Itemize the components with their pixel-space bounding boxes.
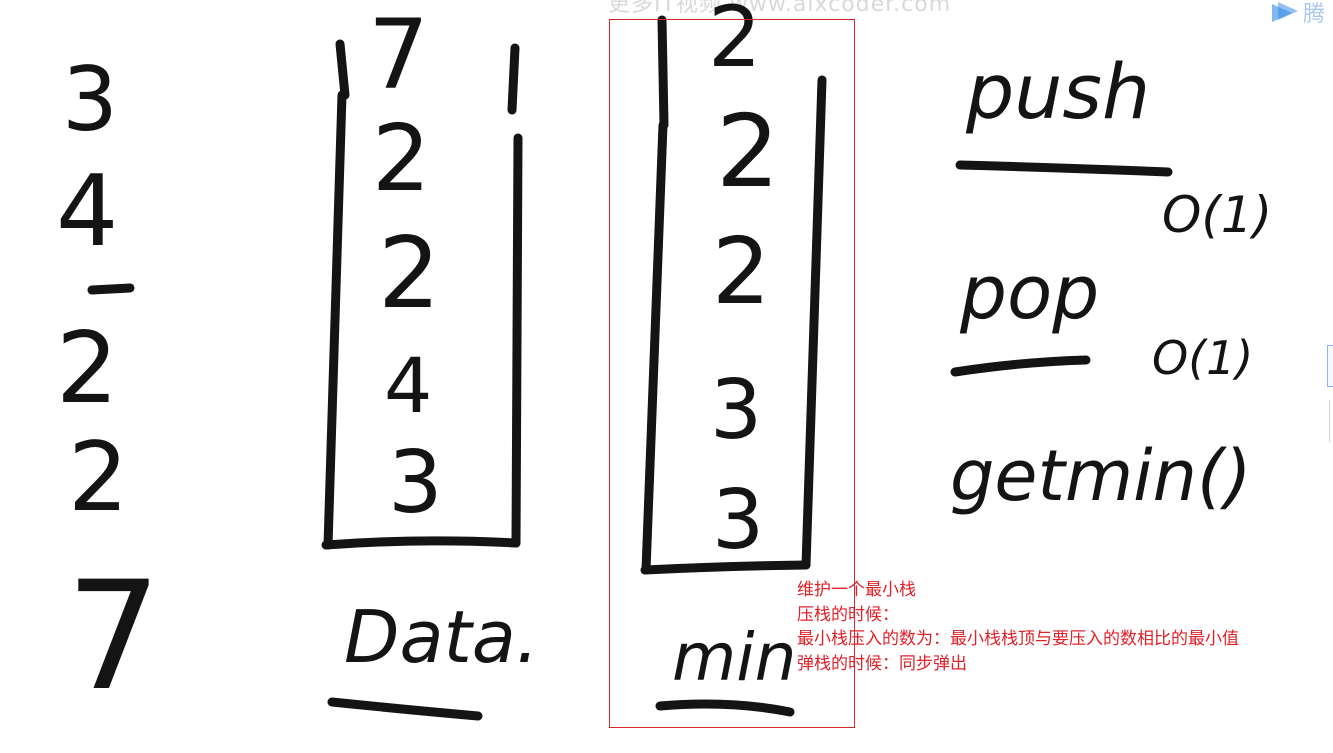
annotation-line: 弹栈的时候：同步弹出 [797,653,967,674]
data-stack: 7 2 2 4 3 Data. [321,0,539,721]
data-stack-item: 3 [388,433,443,533]
side-panel-handle[interactable] [1327,345,1333,387]
min-stack-right-wall [801,75,827,570]
logo-text: 腾 [1303,2,1326,27]
data-stack-right-wall [507,43,523,548]
operation-name: pop [959,250,1099,336]
video-player-logo-icon [1272,2,1298,22]
min-stack: 2 2 2 3 3 min [640,0,827,717]
input-item: 3 [62,48,118,151]
annotation-line: 维护一个最小栈 [797,580,916,600]
annotation-line: 最小栈压入的数为：最小栈栈顶与要压入的数相比的最小值 [797,629,1239,649]
min-stack-item: 2 [716,93,780,210]
data-stack-item: 7 [368,0,429,111]
input-item: 2 [56,312,118,426]
data-stack-left-wall [323,39,350,550]
min-stack-highlight-box [609,19,855,728]
min-stack-item: 2 [708,0,761,86]
data-stack-item: 2 [378,217,440,331]
operation-name: push [965,47,1150,136]
input-item: 7 [66,550,161,724]
input-item: 4 [56,155,118,269]
annotation-line: 压栈的时候： [797,604,899,625]
data-stack-label-underline [327,697,483,721]
operation-underline [950,355,1091,377]
operation-name: getmin() [950,435,1252,517]
side-panel-edge [1329,400,1333,442]
data-stack-label: Data. [344,595,539,679]
underline-mark [87,283,135,295]
input-item: 2 [68,423,128,533]
operation-complexity: O(1) [1162,186,1272,244]
min-stack-item: 3 [712,473,764,568]
data-stack-item: 4 [384,341,432,430]
min-stack-left-wall [641,15,669,575]
min-stack-label-underline [655,699,795,717]
operation-underline [955,160,1173,177]
min-stack-bottom [640,560,811,575]
operations-panel: push O(1) pop O(1) getmin() [950,47,1272,517]
data-stack-item: 2 [372,105,431,212]
min-stack-item: 2 [712,218,771,325]
data-stack-bottom [321,536,521,550]
min-stack-label: min [672,619,796,696]
annotation-text-block: 维护一个最小栈 压栈的时候： 最小栈压入的数为：最小栈栈顶与要压入的数相比的最小… [797,578,1239,676]
operation-complexity: O(1) [1152,331,1253,385]
min-stack-item: 3 [710,363,762,458]
input-sequence: 3 4 2 2 7 [56,48,161,724]
watermark-text: 更多IT视频 www.aixcoder.com [608,0,952,17]
